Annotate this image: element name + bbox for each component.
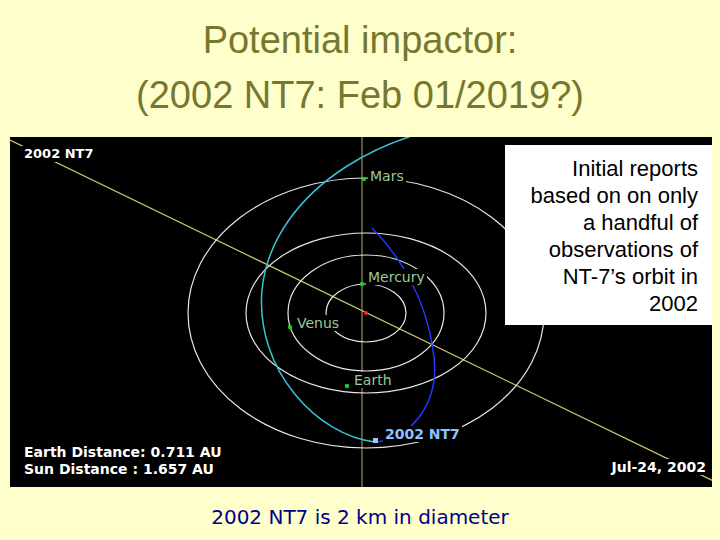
ecliptic-line <box>10 140 712 487</box>
planet-label: Venus <box>295 315 341 331</box>
distance-readout: Sun Distance : 1.657 AU <box>22 461 216 477</box>
date-stamp: Jul-24, 2002 <box>610 459 708 475</box>
planet-dot <box>345 384 349 388</box>
asteroid-orbit <box>261 137 520 442</box>
planet-dot <box>360 282 364 286</box>
planet-label: Mercury <box>366 269 427 285</box>
plot-title: 2002 NT7 <box>22 146 96 162</box>
mercury-orbit <box>326 284 406 342</box>
slide-title: Potential impactor: (2002 NT7: Feb 01/20… <box>130 13 590 123</box>
planet-dot <box>288 325 292 329</box>
note-box: Initial reports based on on only a handf… <box>505 145 712 325</box>
mars-orbit <box>188 178 544 448</box>
sky-panel <box>10 137 712 487</box>
planet-label: Mars <box>368 168 406 184</box>
asteroid-orbit-below <box>372 228 435 442</box>
axis-line <box>362 137 363 487</box>
planet-dot <box>362 177 366 181</box>
venus-orbit <box>288 255 444 371</box>
earth-orbit <box>246 233 486 393</box>
asteroid-label: 2002 NT7 <box>383 426 462 442</box>
distance-readout: Earth Distance: 0.711 AU <box>22 444 224 460</box>
note-text: Initial reports based on on only a handf… <box>515 155 698 317</box>
planet-label: Earth <box>352 372 394 388</box>
sun-dot <box>364 311 368 315</box>
slide-caption: 2002 NT7 is 2 km in diameter <box>0 504 720 530</box>
asteroid-marker <box>373 438 378 443</box>
